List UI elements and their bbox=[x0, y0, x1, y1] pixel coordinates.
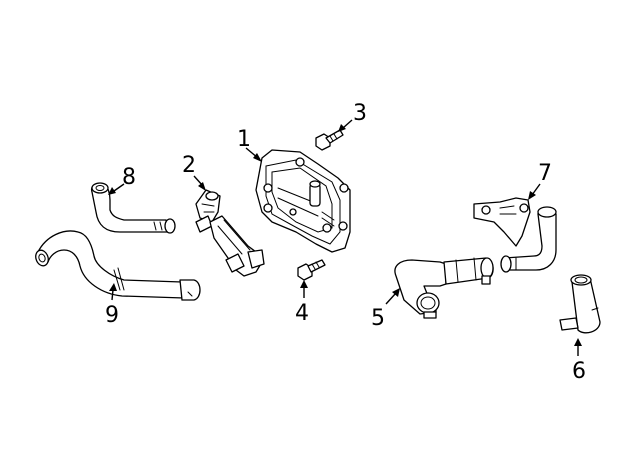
callout-7: 7 bbox=[538, 161, 552, 186]
callout-2: 2 bbox=[182, 153, 196, 178]
callout-6: 6 bbox=[572, 359, 586, 384]
part-7-bracket-pipe[interactable] bbox=[473, 197, 557, 273]
leader-lines bbox=[108, 119, 582, 356]
callout-1: 1 bbox=[237, 127, 251, 152]
callout-5: 5 bbox=[371, 306, 385, 331]
callout-4: 4 bbox=[295, 301, 309, 326]
callout-8: 8 bbox=[122, 165, 136, 190]
part-3-bolt[interactable] bbox=[315, 129, 344, 151]
part-5-elbow-hose[interactable] bbox=[394, 257, 494, 319]
part-4-bolt[interactable] bbox=[297, 259, 326, 281]
callout-9: 9 bbox=[105, 303, 119, 328]
part-8-small-hose[interactable] bbox=[90, 182, 176, 234]
part-1-oil-cooler[interactable] bbox=[255, 149, 351, 253]
callout-3: 3 bbox=[353, 101, 367, 126]
part-2-connector-pipe[interactable] bbox=[195, 189, 265, 277]
part-9-long-hose[interactable] bbox=[34, 230, 201, 301]
part-6-hose-end[interactable] bbox=[559, 274, 601, 334]
